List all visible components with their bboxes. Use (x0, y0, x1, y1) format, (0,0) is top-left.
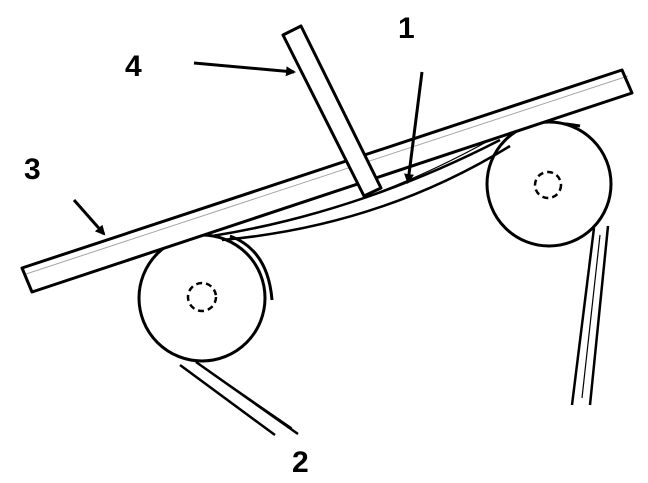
callout-label-1: 1 (398, 12, 415, 45)
callout-label-4: 4 (125, 50, 142, 83)
arrow-4 (193, 61, 296, 77)
callout-label-2: 2 (292, 446, 309, 479)
belt-run-right (570, 225, 610, 406)
arrow-1 (404, 71, 424, 184)
belt-upper-run (211, 138, 511, 242)
callout-arrows (72, 61, 424, 236)
straight-edge (20, 68, 634, 294)
pulley-left (137, 233, 274, 363)
arrow-3 (72, 199, 106, 236)
pulley-right (485, 120, 613, 248)
callout-label-3: 3 (24, 153, 41, 186)
measuring-ruler (281, 24, 383, 198)
belt-run-left (179, 360, 299, 437)
